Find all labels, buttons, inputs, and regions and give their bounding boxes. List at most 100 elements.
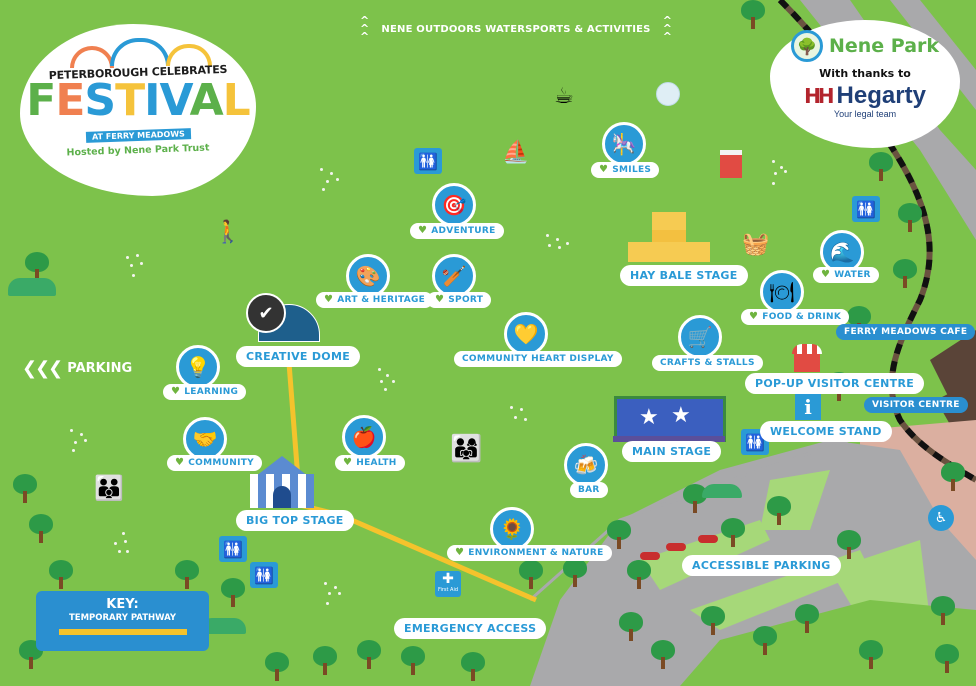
zone-label-text: SMILES xyxy=(612,165,652,175)
big-top-tent-illustration xyxy=(250,456,314,508)
zone-environment-icon[interactable]: 🌻 xyxy=(490,507,534,551)
bush-icon xyxy=(200,618,246,634)
teacup-ride-illustration: ☕ xyxy=(554,84,574,109)
zone-label-text: LEARNING xyxy=(184,387,239,397)
venue-creative_dome-label[interactable]: CREATIVE DOME xyxy=(236,346,361,367)
key-item-label: TEMPORARY PATHWAY xyxy=(68,613,177,623)
tree-icon xyxy=(892,259,918,289)
zone-label-text: CRAFTS & STALLS xyxy=(660,358,755,368)
nene-park-tree-icon: 🌳 xyxy=(790,30,823,62)
venue-popup_visitor-label[interactable]: POP-UP VISITOR CENTRE xyxy=(745,373,925,394)
heart-icon: ♥ xyxy=(418,225,428,236)
accessible-changing-icon[interactable]: ♿ xyxy=(928,505,954,531)
zone-bar-label[interactable]: BAR xyxy=(570,482,608,498)
zone-community_heart-icon[interactable]: 💛 xyxy=(504,312,548,356)
bush-icon xyxy=(702,484,742,498)
heart-icon: ♥ xyxy=(343,457,353,468)
tree-icon xyxy=(12,474,38,504)
key-title: KEY: xyxy=(106,597,139,612)
tree-icon xyxy=(650,640,676,670)
sparkle-decoration xyxy=(124,254,154,284)
zone-learning-icon[interactable]: 💡 xyxy=(176,345,220,389)
zone-water-label[interactable]: ♥WATER xyxy=(813,267,879,283)
family-illustration: 👪 xyxy=(94,474,124,502)
chevron-up-icon: ^^^ xyxy=(662,14,672,43)
venue-welcome-label[interactable]: WELCOME STAND xyxy=(760,421,892,442)
venue-big_top-label[interactable]: BIG TOP STAGE xyxy=(236,510,354,531)
hegarty-logo-icon: HH xyxy=(804,84,835,108)
tree-icon xyxy=(752,626,778,656)
zone-health-label[interactable]: ♥HEALTH xyxy=(335,455,405,471)
zone-community-label[interactable]: ♥COMMUNITY xyxy=(167,455,262,471)
watersports-banner[interactable]: ^^^ NENE OUTDOORS WATERSPORTS & ACTIVITI… xyxy=(360,12,672,46)
building-visitor_centre-label[interactable]: VISITOR CENTRE xyxy=(864,397,968,413)
parking-label: PARKING xyxy=(67,361,133,376)
logo-title-letter: A xyxy=(189,75,224,126)
zone-crafts-icon[interactable]: 🛒 xyxy=(678,315,722,359)
zone-community_heart-label[interactable]: COMMUNITY HEART DISPLAY xyxy=(454,351,622,367)
sparkle-decoration xyxy=(70,427,100,457)
sponsor-panel: 🌳 Nene Park With thanks to HH Hegarty Yo… xyxy=(770,20,960,148)
zone-health-icon[interactable]: 🍎 xyxy=(342,415,386,459)
sponsor-thanks: With thanks to xyxy=(819,67,911,80)
zone-smiles-icon[interactable]: 🎠 xyxy=(602,122,646,166)
zone-art-label[interactable]: ♥ART & HERITAGE xyxy=(316,292,434,308)
zone-sport-label[interactable]: ♥SPORT xyxy=(427,292,492,308)
parking-direction[interactable]: ❮❮❮ PARKING xyxy=(22,358,132,379)
hay-bale-illustration xyxy=(628,212,710,262)
logo-host: Hosted by Nene Park Trust xyxy=(66,142,210,159)
tree-icon xyxy=(518,560,544,590)
zone-food-label[interactable]: ♥FOOD & DRINK xyxy=(741,309,850,325)
tree-icon xyxy=(48,560,74,590)
info-icon[interactable]: i xyxy=(795,394,821,420)
tree-icon xyxy=(174,560,200,590)
logo-title-letter: I xyxy=(144,75,160,126)
toilets-icon[interactable]: 🚻 xyxy=(741,429,769,455)
zone-learning-label[interactable]: ♥LEARNING xyxy=(163,384,247,400)
logo-title-letter: V xyxy=(159,75,191,126)
tree-icon xyxy=(930,596,956,626)
key-pathway-swatch xyxy=(58,629,187,635)
main-stage-illustration: ★ ★ xyxy=(613,396,726,442)
toilets-icon[interactable]: 🚻 xyxy=(219,536,247,562)
venue-main_stage-label[interactable]: MAIN STAGE xyxy=(622,441,722,462)
zone-label-text: COMMUNITY xyxy=(188,458,254,468)
zone-art-icon[interactable]: 🎨 xyxy=(346,254,390,298)
toilets-icon[interactable]: 🚻 xyxy=(250,562,278,588)
first-aid-point[interactable]: ✚ First Aid xyxy=(435,571,461,597)
sparkle-decoration xyxy=(112,532,142,562)
venue-hay_bale-label[interactable]: HAY BALE STAGE xyxy=(620,265,748,286)
tree-icon xyxy=(682,484,708,514)
zone-food-icon[interactable]: 🍽 xyxy=(760,270,804,314)
zone-crafts-label[interactable]: CRAFTS & STALLS xyxy=(652,355,763,371)
zone-adventure-icon[interactable]: 🎯 xyxy=(432,183,476,227)
heart-icon: ♥ xyxy=(171,386,181,397)
peterborough-presents-badge-icon: ✔ xyxy=(246,293,286,333)
heart-icon: ♥ xyxy=(749,311,759,322)
tree-icon xyxy=(940,462,966,492)
zone-adventure-label[interactable]: ♥ADVENTURE xyxy=(410,223,504,239)
tree-icon xyxy=(720,518,746,548)
sparkle-decoration xyxy=(322,580,352,610)
zone-label-text: COMMUNITY HEART DISPLAY xyxy=(462,354,614,364)
zone-label-text: FOOD & DRINK xyxy=(762,312,842,322)
tree-icon xyxy=(356,640,382,670)
zone-bar-icon[interactable]: 🍻 xyxy=(564,443,608,487)
heart-icon: ♥ xyxy=(435,294,445,305)
zone-label-text: HEALTH xyxy=(356,458,397,468)
venue-accessible_parking-label[interactable]: ACCESSIBLE PARKING xyxy=(682,555,841,576)
family-dancing-illustration: 👨‍👩‍👧 xyxy=(450,434,483,464)
car-icon xyxy=(666,543,686,551)
zone-environment-label[interactable]: ♥ENVIRONMENT & NATURE xyxy=(447,545,612,561)
toilets-icon[interactable]: 🚻 xyxy=(852,196,880,222)
tree-icon xyxy=(836,530,862,560)
tree-icon xyxy=(766,496,792,526)
walking-couple-illustration: 🚶 xyxy=(214,220,242,245)
zone-community-icon[interactable]: 🤝 xyxy=(183,417,227,461)
building-ferry_cafe-label[interactable]: FERRY MEADOWS CAFE xyxy=(836,324,976,340)
toilets-icon[interactable]: 🚻 xyxy=(414,148,442,174)
zone-smiles-label[interactable]: ♥SMILES xyxy=(591,162,660,178)
tree-icon xyxy=(794,604,820,634)
venue-emergency-label[interactable]: EMERGENCY ACCESS xyxy=(394,618,547,639)
tree-icon xyxy=(264,652,290,682)
